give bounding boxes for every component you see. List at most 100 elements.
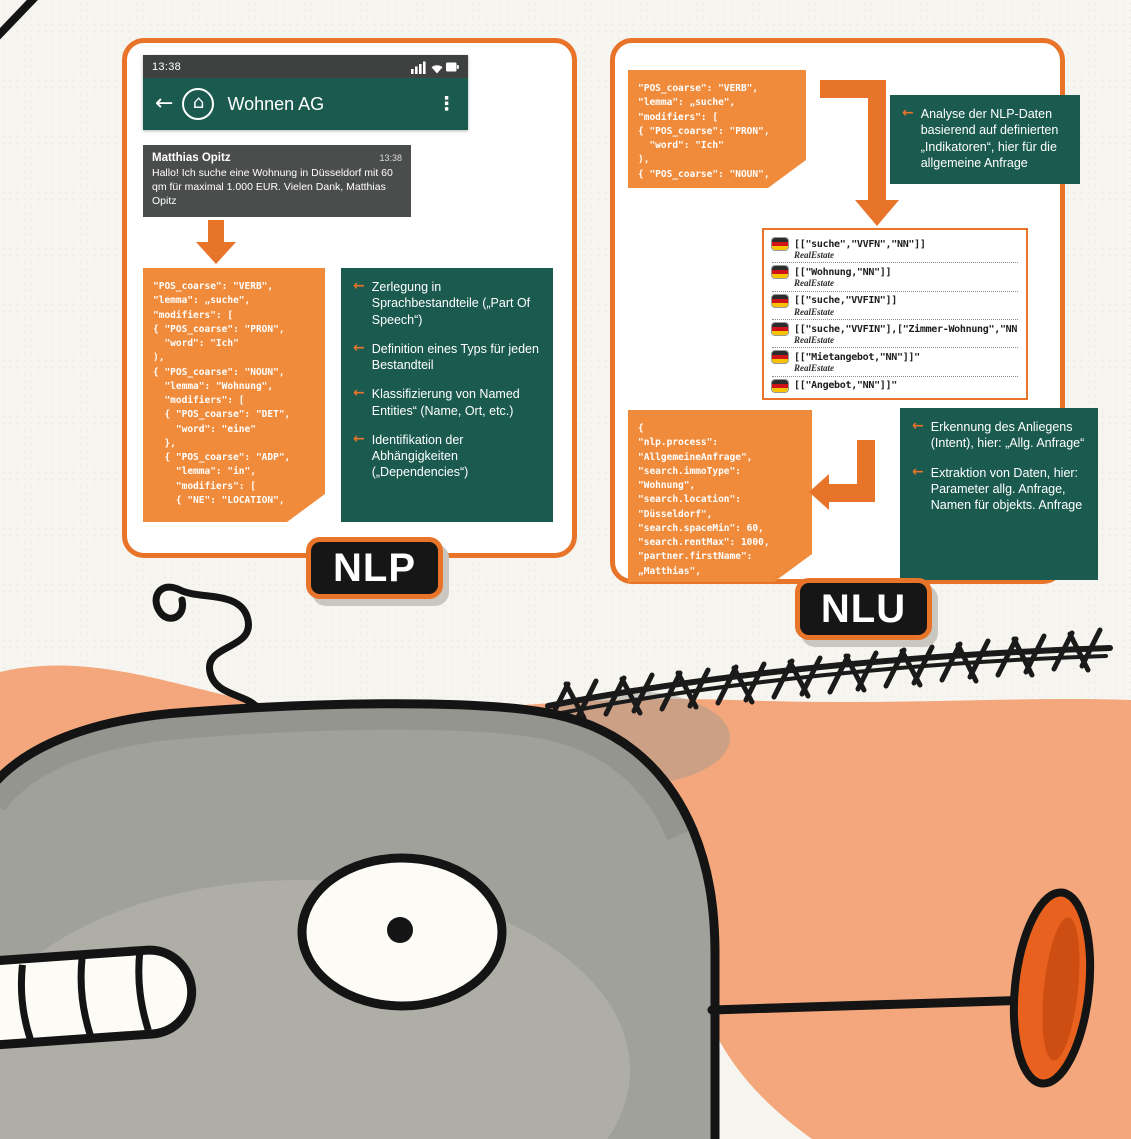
- indicator-label: RealEstate: [794, 335, 834, 346]
- chin-gap: [700, 1005, 812, 1139]
- nlp-panel: 13:38 ← ⌂ Wohnen AG ⋮ Matthias Opitz: [122, 38, 577, 558]
- code-line: "search.spaceMin": 60,: [638, 522, 764, 534]
- note-bullet: ← Erkennung des Anliegens (Intent), hier…: [912, 418, 1088, 452]
- code-line: { "POS_coarse": "ADP",: [153, 452, 291, 463]
- indicator-label: RealEstate: [794, 363, 834, 374]
- code-line: "partner.firstName":: [638, 551, 753, 563]
- arrow-right-down-icon: [820, 80, 899, 226]
- code-line: "lemma": "Wohnung",: [153, 380, 274, 392]
- code-line: "POS_coarse": "VERB",: [153, 281, 274, 292]
- nlp-badge: NLP: [306, 537, 443, 599]
- indicator-row: [["Angebot,"NN"]]": [772, 377, 1018, 394]
- arrow-left-icon: ←: [912, 418, 924, 434]
- note-bullet: ← Extraktion von Daten, hier: Parameter …: [912, 463, 1088, 514]
- code-line: },: [153, 437, 176, 449]
- note-text: Zerlegung in Sprachbestandteile („Part O…: [371, 280, 531, 327]
- code-line: "search.immoType":: [638, 465, 741, 477]
- antenna-squiggle: [152, 583, 266, 720]
- note-bullet: ← Klassifizierung von Named Entities“ (N…: [353, 386, 543, 419]
- phone-header: ← ⌂ Wohnen AG ⋮: [143, 78, 468, 130]
- german-flag-icon: [772, 351, 788, 364]
- battery-icon: [446, 62, 459, 71]
- arrow-left-icon: ←: [902, 105, 914, 121]
- indicator-code: [["suche,"VVFIN"]]: [794, 295, 897, 307]
- code-line: ),: [638, 154, 650, 166]
- signal-icon: [411, 61, 426, 74]
- indicator-code: [["suche","VVFN","NN"]]: [794, 238, 926, 250]
- code-line: "lemma": „suche",: [638, 97, 736, 109]
- german-flag-icon: [772, 323, 788, 336]
- german-flag-icon: [772, 238, 788, 250]
- arrow-left-icon: ←: [353, 430, 365, 447]
- code-line: "Düsseldorf",: [638, 508, 713, 520]
- code-line: "modifiers": [: [153, 309, 234, 321]
- status-time: 13:38: [152, 60, 182, 73]
- code-line: {: [638, 423, 644, 434]
- robot-pupil: [387, 917, 413, 943]
- note-bullet: ← Analyse der NLP-Daten basierend auf de…: [902, 105, 1070, 171]
- nlu-analysis-note: ← Analyse der NLP-Daten basierend auf de…: [890, 95, 1080, 184]
- arrow-left-icon: ←: [912, 463, 924, 480]
- code-line: "word": "eine": [153, 423, 256, 435]
- note-text: Identifikation der Abhängigkeiten („Depe…: [371, 432, 469, 480]
- code-line: "lemma": „suche",: [153, 295, 251, 307]
- code-line: "modifiers": [: [153, 395, 245, 406]
- indicator-code: [["Angebot,"NN"]]": [794, 380, 897, 392]
- indicator-row: [["suche,"VVFIN"],["Zimmer-Wohnung","NN"…: [772, 320, 1018, 349]
- code-line: { "POS_coarse": "NOUN",: [153, 366, 285, 378]
- arrow-left-icon: ←: [353, 339, 365, 356]
- note-bullet: ← Zerlegung in Sprachbestandteile („Part…: [353, 278, 543, 328]
- message-sender: Matthias Opitz: [152, 152, 231, 164]
- indicator-row: [["suche,"VVFIN"]] RealEstate: [772, 292, 1018, 321]
- nlp-notes: ← Zerlegung in Sprachbestandteile („Part…: [341, 268, 553, 522]
- indicator-label: RealEstate: [794, 306, 834, 317]
- indicator-label: RealEstate: [794, 278, 834, 289]
- code-line: "POS_coarse": "VERB",: [638, 83, 759, 94]
- back-button[interactable]: ←: [155, 91, 174, 116]
- arrow-down-left-icon: [809, 440, 875, 510]
- code-line: "search.location":: [638, 494, 741, 506]
- note-text: Klassifizierung von Named Entities“ (Nam…: [371, 387, 520, 418]
- nlu-result-code: {"nlp.process":"AllgemeineAnfrage","sear…: [628, 410, 812, 582]
- nlu-badge: NLU: [795, 578, 932, 640]
- note-bullet: ← Identifikation der Abhängigkeiten („De…: [353, 430, 543, 481]
- indicator-row: [["Wohnung,"NN"]] RealEstate: [772, 263, 1018, 292]
- note-bullet: ← Definition eines Typs für jeden Bestan…: [353, 339, 543, 374]
- note-text: Extraktion von Daten, hier: Parameter al…: [930, 465, 1083, 513]
- code-line: "Wohnung",: [638, 480, 696, 491]
- code-line: "word": "Ich": [153, 338, 239, 349]
- nlp-pos-code: "POS_coarse": "VERB", "lemma": „suche", "m…: [143, 268, 325, 522]
- nlu-result-notes: ← Erkennung des Anliegens (Intent), hier…: [900, 408, 1098, 580]
- arrow-left-icon: ←: [353, 385, 365, 402]
- german-flag-icon: [772, 379, 788, 392]
- note-text: Erkennung des Anliegens (Intent), hier: …: [930, 420, 1085, 451]
- code-line: "nlp.process":: [638, 437, 719, 449]
- note-text: Definition eines Typs für jeden Bestandt…: [371, 341, 539, 372]
- phone-status-bar: 13:38: [143, 55, 468, 78]
- indicator-row: [["suche","VVFN","NN"]] RealEstate: [772, 235, 1018, 264]
- arrow-down-icon: [196, 220, 236, 264]
- eyelash-hatching: [545, 627, 1113, 723]
- robot-head: [0, 699, 720, 1139]
- indicator-code: [["Wohnung,"NN"]]: [794, 266, 892, 278]
- code-line: „Matthias",: [638, 565, 701, 577]
- code-line: { "POS_coarse": "NOUN",: [638, 168, 770, 180]
- indicator-label: RealEstate: [794, 250, 834, 260]
- german-flag-icon: [772, 266, 788, 279]
- nlu-panel: "POS_coarse": "VERB", "lemma": „suche", "m…: [610, 38, 1098, 584]
- message-text: Hallo! Ich suche eine Wohnung in Düsseld…: [152, 167, 393, 208]
- code-line: { "POS_coarse": "DET",: [153, 409, 291, 421]
- code-line: "modifiers": [: [638, 111, 719, 123]
- indicator-code: [["Mietangebot,"NN"]]": [794, 351, 920, 363]
- code-line: "word": "Ich": [638, 140, 724, 151]
- chat-title: Wohnen AG: [227, 93, 325, 114]
- note-text: Analyse der NLP-Daten basierend auf defi…: [920, 107, 1059, 170]
- code-line: { "POS_coarse": "PRON",: [153, 323, 285, 335]
- menu-button[interactable]: ⋮: [437, 93, 456, 115]
- code-line: { "POS_coarse": "PRON",: [638, 125, 770, 137]
- robot-mouth: [0, 945, 197, 1051]
- nlu-pos-code: "POS_coarse": "VERB", "lemma": „suche", "m…: [628, 70, 806, 188]
- german-flag-icon: [772, 294, 788, 307]
